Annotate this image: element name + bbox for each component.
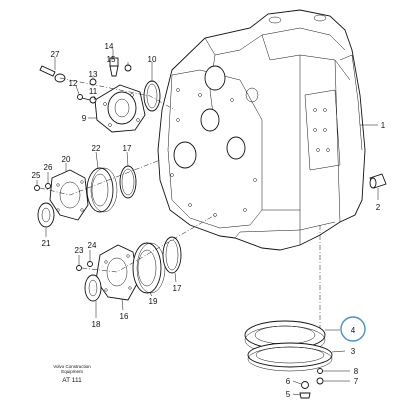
nut-6 xyxy=(301,381,309,389)
callout-23: 23 xyxy=(75,246,84,255)
callout-6: 6 xyxy=(286,377,291,386)
seal-ring-19 xyxy=(132,242,166,294)
screw-23 xyxy=(76,265,82,271)
callout-7: 7 xyxy=(354,377,359,386)
callout-19: 19 xyxy=(149,297,158,306)
callout-17b: 17 xyxy=(173,284,182,293)
sleeve-part-2 xyxy=(369,173,387,189)
callout-3: 3 xyxy=(351,347,356,356)
callout-20: 20 xyxy=(62,155,71,164)
caption-company-line2: Equipment xyxy=(61,369,83,374)
screw-25 xyxy=(34,185,40,191)
callout-5: 5 xyxy=(286,390,291,399)
caption-code: AT 111 xyxy=(62,377,82,384)
transmission-housing xyxy=(157,9,366,251)
callout-8: 8 xyxy=(354,367,359,376)
callout-10: 10 xyxy=(148,55,157,64)
callout-13: 13 xyxy=(89,70,98,79)
callout-15: 15 xyxy=(107,55,116,64)
callout-1: 1 xyxy=(381,121,386,130)
o-ring-17b xyxy=(162,236,182,274)
callout-24: 24 xyxy=(88,241,97,250)
callout-14: 14 xyxy=(105,42,114,51)
washer-11 xyxy=(89,96,97,104)
bolt-5 xyxy=(299,392,311,399)
washer-7 xyxy=(316,377,324,385)
plug-14 xyxy=(109,57,119,77)
washer-26 xyxy=(45,183,51,189)
highlight-circle xyxy=(340,316,366,342)
ring-gear-3 xyxy=(247,342,333,372)
callout-26: 26 xyxy=(44,163,53,172)
seal-ring-22 xyxy=(86,167,118,213)
washer-24 xyxy=(87,261,93,267)
callout-9: 9 xyxy=(82,114,87,123)
callout-12: 12 xyxy=(69,79,78,88)
callout-21: 21 xyxy=(42,239,51,248)
o-ring-17a xyxy=(119,165,137,199)
caption-company-line1: Volvo Construction xyxy=(53,364,91,369)
cover-plate-16 xyxy=(95,244,139,301)
screw-12 xyxy=(77,94,83,100)
callout-27: 27 xyxy=(51,50,60,59)
gasket-10 xyxy=(143,80,161,112)
callout-4: 4 xyxy=(351,326,356,335)
cover-assembly-9 xyxy=(94,84,146,133)
seal-21 xyxy=(37,202,55,228)
callout-16: 16 xyxy=(120,312,129,321)
callout-22: 22 xyxy=(92,144,101,153)
pipe-27 xyxy=(39,65,66,83)
cover-plate-20 xyxy=(49,169,89,221)
callout-17a: 17 xyxy=(123,144,132,153)
screw-8 xyxy=(317,368,323,374)
callout-18: 18 xyxy=(92,320,101,329)
seal-18 xyxy=(84,274,102,302)
callout-2: 2 xyxy=(376,203,381,212)
callout-25: 25 xyxy=(32,171,41,180)
callout-11: 11 xyxy=(89,87,98,96)
